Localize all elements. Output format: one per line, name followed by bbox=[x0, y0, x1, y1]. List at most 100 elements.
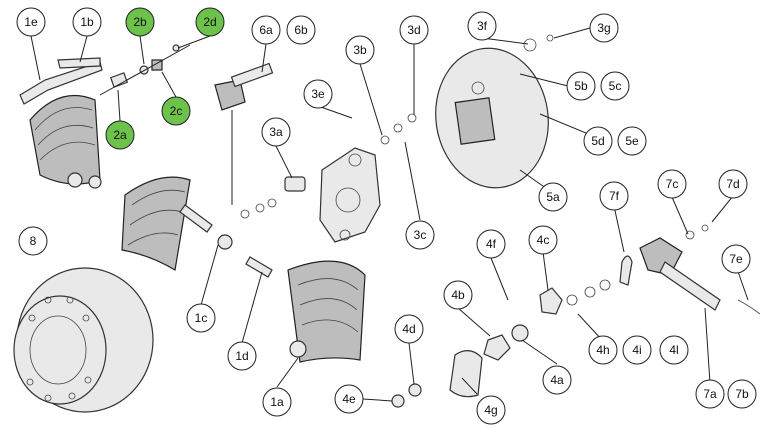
callout-1d: 1d bbox=[227, 341, 257, 371]
callout-7d: 7d bbox=[718, 169, 748, 199]
callout-circle bbox=[528, 225, 558, 255]
callout-label: 7e bbox=[729, 252, 743, 266]
callout-6a: 6a bbox=[251, 15, 281, 45]
callout-label: 8 bbox=[30, 234, 37, 248]
callout-label: 2d bbox=[203, 15, 216, 29]
callout-circle bbox=[16, 7, 46, 37]
callout-3e: 3e bbox=[303, 79, 333, 109]
callout-3g: 3g bbox=[589, 13, 619, 43]
hub-hardware bbox=[391, 279, 611, 408]
callout-4f: 4f bbox=[476, 229, 506, 259]
callout-circle bbox=[589, 13, 619, 43]
callout-4e: 4e bbox=[334, 384, 364, 414]
callout-circle bbox=[303, 79, 333, 109]
callout-label: 5c bbox=[609, 79, 622, 93]
callout-label: 6a bbox=[259, 23, 273, 37]
callout-label: 5b bbox=[574, 79, 588, 93]
callout-circle bbox=[718, 169, 748, 199]
callout-3c: 3c bbox=[405, 220, 435, 250]
callout-4l: 4l bbox=[659, 335, 689, 365]
callout-circle bbox=[399, 15, 429, 45]
callout-label: 4g bbox=[484, 403, 497, 417]
callout-label: 7a bbox=[703, 387, 717, 401]
callout-1b: 1b bbox=[72, 7, 102, 37]
anchor-pin-hardware bbox=[99, 44, 191, 96]
slack-adjuster bbox=[619, 224, 761, 315]
callout-label: 5d bbox=[591, 134, 604, 148]
callout-circle bbox=[405, 220, 435, 250]
callout-4g: 4g bbox=[476, 395, 506, 425]
brake-drum bbox=[13, 267, 154, 413]
callout-label: 4i bbox=[632, 343, 641, 357]
cam-bushing-stack bbox=[240, 176, 306, 219]
callout-circle bbox=[251, 15, 281, 45]
callout-label: 1b bbox=[80, 15, 94, 29]
callout-circle bbox=[476, 229, 506, 259]
callout-3d: 3d bbox=[399, 15, 429, 45]
callout-4d: 4d bbox=[394, 314, 424, 344]
callout-label: 3b bbox=[353, 43, 367, 57]
callout-circle bbox=[727, 379, 757, 409]
callout-circle bbox=[105, 120, 135, 150]
callout-label: 4a bbox=[550, 373, 564, 387]
callout-5e: 5e bbox=[617, 126, 647, 156]
callout-circle bbox=[72, 7, 102, 37]
callout-3b: 3b bbox=[345, 35, 375, 65]
callout-label: 5a bbox=[546, 190, 560, 204]
callout-circle bbox=[443, 280, 473, 310]
callout-circle bbox=[659, 335, 689, 365]
callout-label: 2b bbox=[133, 15, 147, 29]
callout-label: 1a bbox=[270, 395, 284, 409]
callout-circle bbox=[227, 341, 257, 371]
callout-label: 3a bbox=[269, 125, 283, 139]
callout-label: 3e bbox=[311, 87, 325, 101]
callout-circle bbox=[261, 117, 291, 147]
callout-label: 5e bbox=[625, 134, 639, 148]
callout-circle bbox=[476, 395, 506, 425]
callout-circle bbox=[125, 7, 155, 37]
callout-circle bbox=[394, 314, 424, 344]
callout-1e: 1e bbox=[16, 7, 46, 37]
callout-circle bbox=[588, 335, 618, 365]
callout-1c: 1c bbox=[186, 303, 216, 333]
callout-5a: 5a bbox=[538, 182, 568, 212]
callout-6b: 6b bbox=[286, 15, 316, 45]
callout-label: 3f bbox=[477, 19, 488, 33]
callout-circle bbox=[721, 244, 751, 274]
callout-circle bbox=[262, 387, 292, 417]
callout-label: 3d bbox=[407, 23, 420, 37]
callout-label: 4e bbox=[342, 392, 356, 406]
callout-5c: 5c bbox=[600, 71, 630, 101]
callout-4i: 4i bbox=[622, 335, 652, 365]
callout-circle bbox=[583, 126, 613, 156]
callout-2b: 2b bbox=[125, 7, 155, 37]
callout-circle bbox=[161, 96, 191, 126]
callout-8: 8 bbox=[18, 226, 48, 256]
callout-label: 4b bbox=[451, 288, 465, 302]
callout-circle bbox=[195, 7, 225, 37]
callout-1a: 1a bbox=[262, 387, 292, 417]
callout-5b: 5b bbox=[566, 71, 596, 101]
callout-circle bbox=[538, 182, 568, 212]
callout-label: 6b bbox=[294, 23, 308, 37]
callout-7c: 7c bbox=[657, 169, 687, 199]
callout-label: 1e bbox=[24, 15, 38, 29]
callout-label: 3c bbox=[414, 228, 427, 242]
callout-label: 4f bbox=[486, 237, 497, 251]
upper-brake-shoe bbox=[19, 57, 103, 189]
callout-7a: 7a bbox=[695, 379, 725, 409]
callout-label: 1d bbox=[235, 349, 248, 363]
lower-brake-shoe bbox=[287, 260, 366, 363]
callout-4c: 4c bbox=[528, 225, 558, 255]
callout-label: 7d bbox=[726, 177, 739, 191]
brake-spider bbox=[319, 113, 417, 243]
callout-circle bbox=[695, 379, 725, 409]
callout-label: 4c bbox=[537, 233, 550, 247]
callout-circle bbox=[566, 71, 596, 101]
callout-circle bbox=[334, 384, 364, 414]
callout-circle bbox=[286, 15, 316, 45]
callout-label: 3g bbox=[597, 21, 610, 35]
callout-3a: 3a bbox=[261, 117, 291, 147]
